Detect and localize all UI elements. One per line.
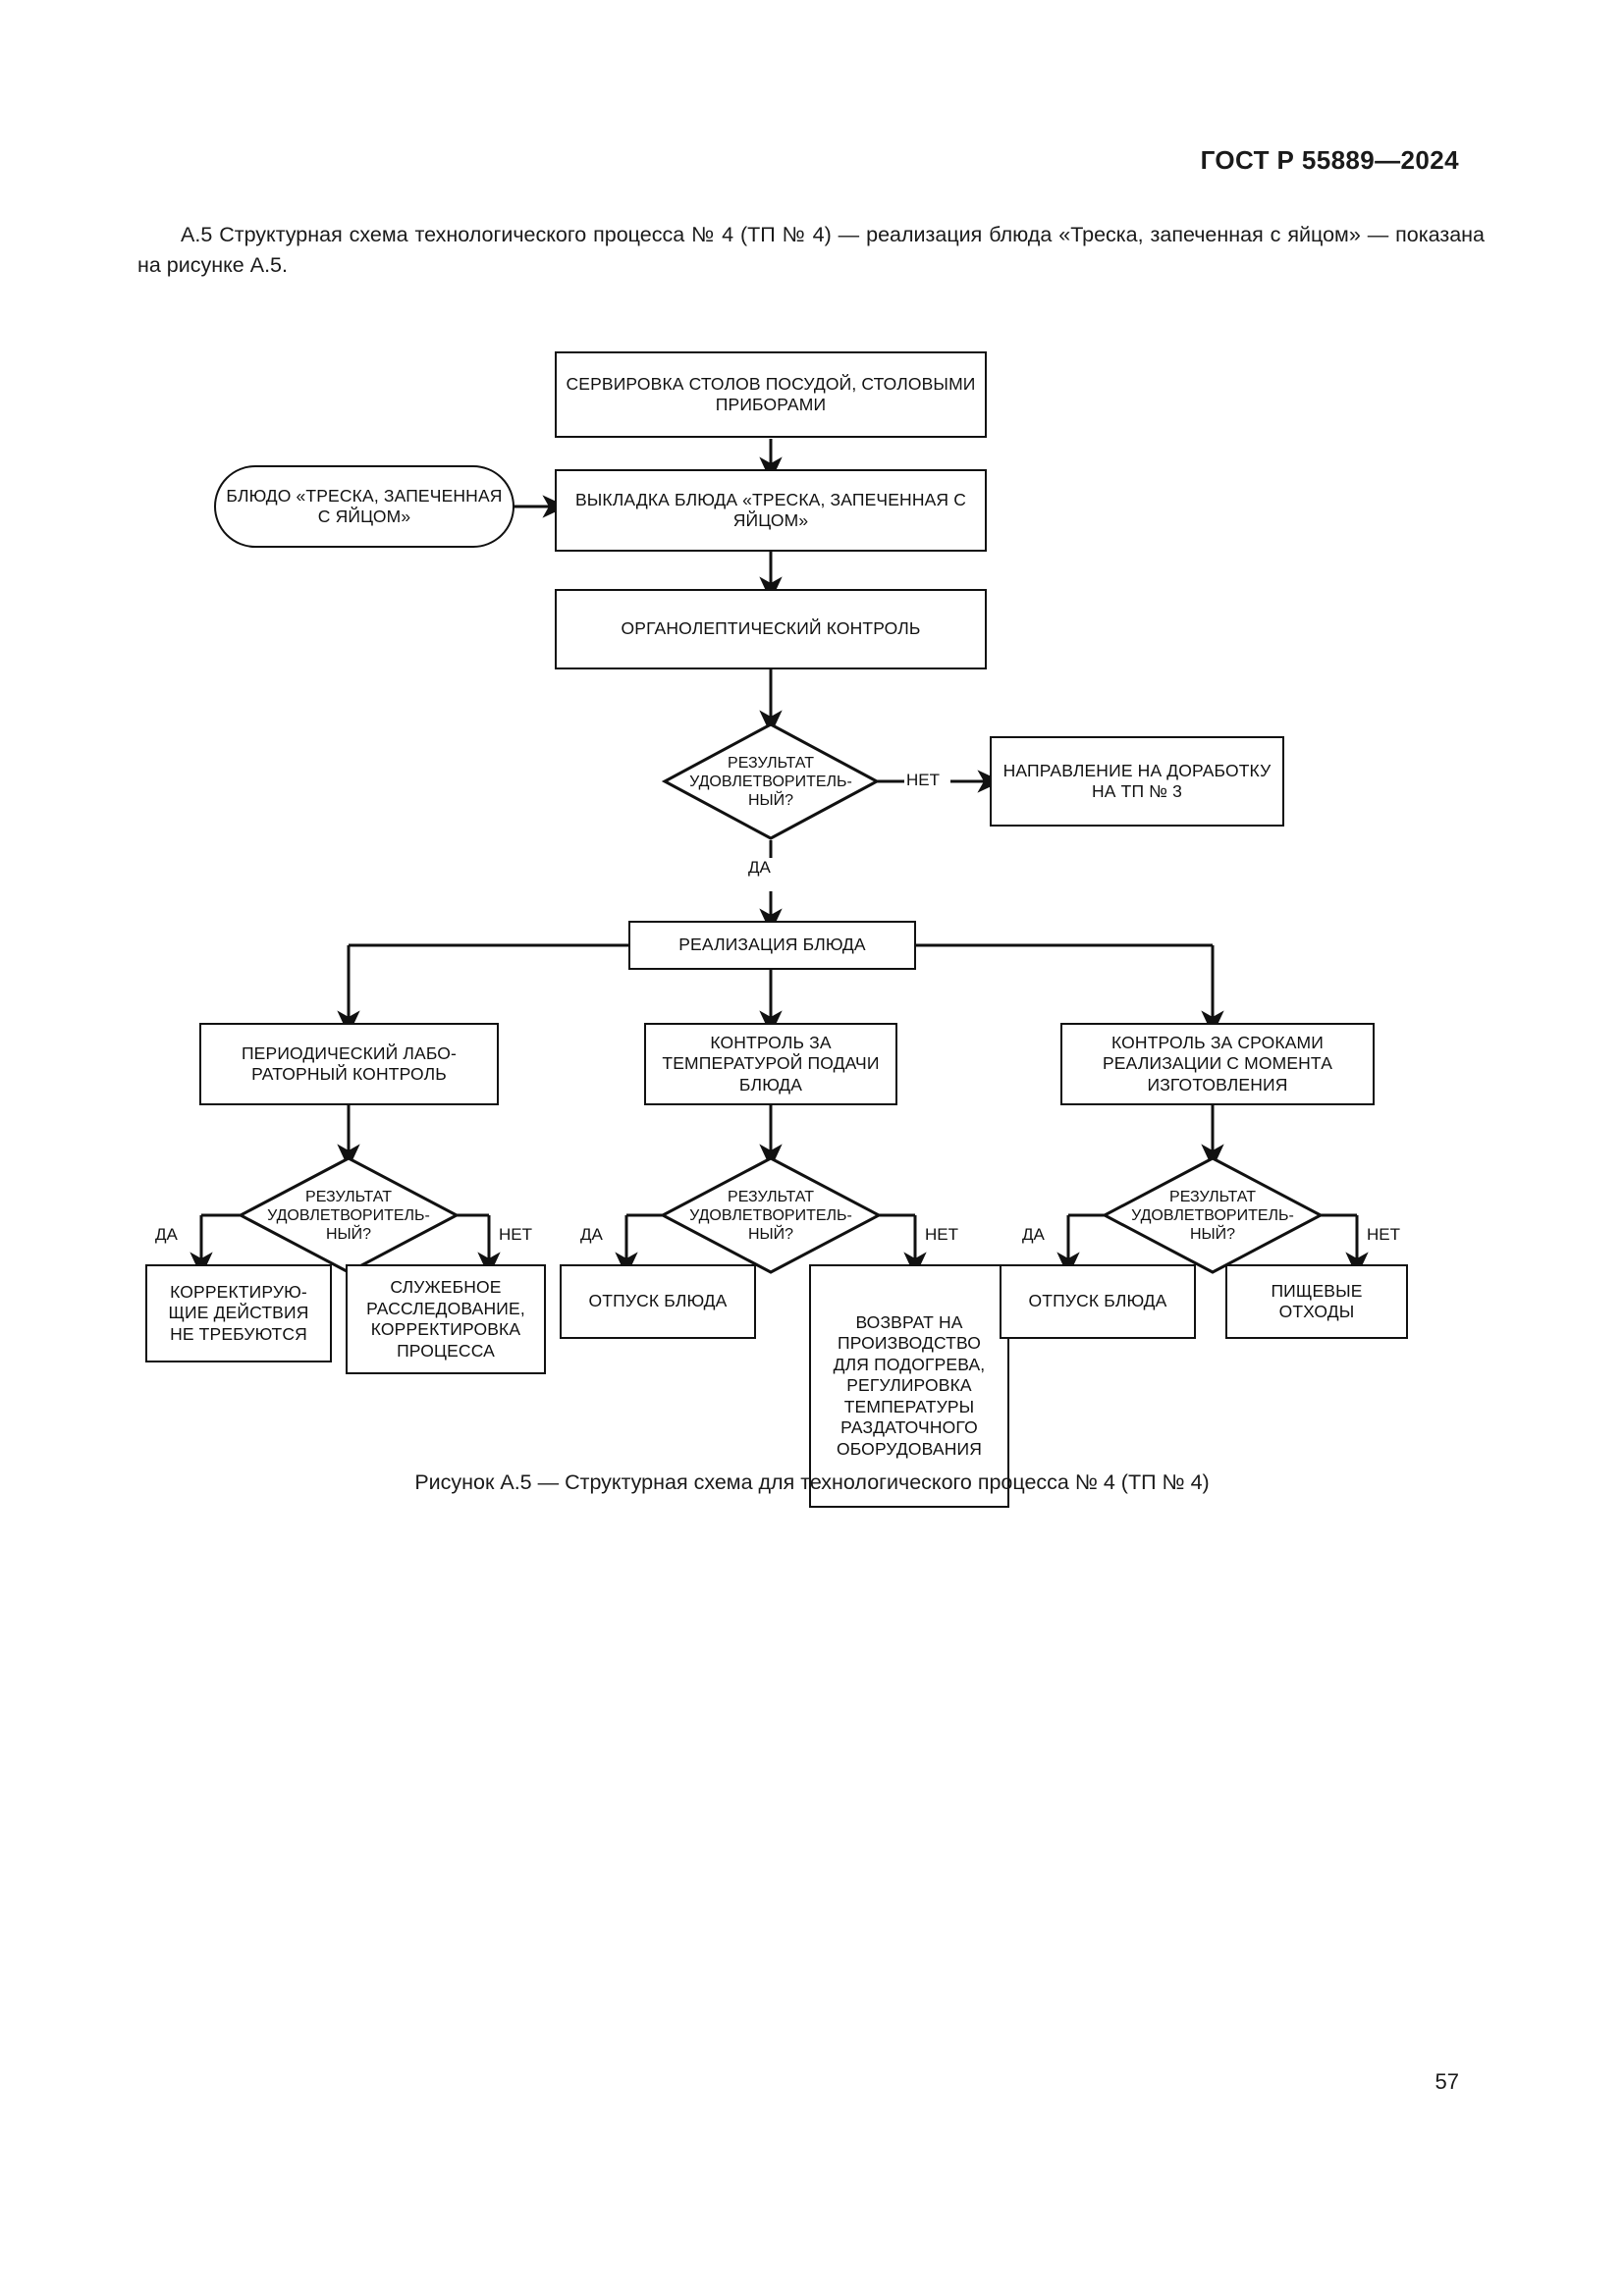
- node-food-waste: ПИЩЕВЫЕ ОТХОДЫ: [1225, 1264, 1408, 1339]
- intro-text: А.5 Структурная схема технологического п…: [137, 223, 1485, 277]
- edge-label-d1-no: НЕТ: [904, 771, 942, 790]
- node-serving-label: СЕРВИРОВКА СТОЛОВ ПОСУДОЙ, СТОЛОВЫМИ ПРИ…: [566, 373, 976, 415]
- node-return-production-label: ВОЗВРАТ НА ПРОИЗВОДСТВО ДЛЯ ПОДОГРЕВА, Р…: [833, 1311, 986, 1459]
- node-plating-label: ВЫКЛАДКА БЛЮДА «ТРЕСКА, ЗАПЕЧЕННАЯ С ЯЙЦ…: [574, 489, 967, 531]
- document-header: ГОСТ Р 55889—2024: [1200, 145, 1459, 175]
- node-release-2: ОТПУСК БЛЮДА: [1000, 1264, 1196, 1339]
- node-realization: РЕАЛИЗАЦИЯ БЛЮДА: [628, 921, 916, 970]
- node-serving: СЕРВИРОВКА СТОЛОВ ПОСУДОЙ, СТОЛОВЫМИ ПРИ…: [555, 351, 987, 438]
- node-realization-label: РЕАЛИЗАЦИЯ БЛЮДА: [678, 934, 866, 955]
- node-terms-control-label: КОНТРОЛЬ ЗА СРОКАМИ РЕАЛИЗАЦИИ С МОМЕНТА…: [1102, 1032, 1333, 1095]
- flowchart-figure: СЕРВИРОВКА СТОЛОВ ПОСУДОЙ, СТОЛОВЫМИ ПРИ…: [0, 324, 1624, 1508]
- node-release-1: ОТПУСК БЛЮДА: [560, 1264, 756, 1339]
- intro-paragraph: А.5 Структурная схема технологического п…: [137, 220, 1485, 281]
- node-investigation: СЛУЖЕБНОЕ РАССЛЕДОВАНИЕ, КОРРЕКТИРОВКА П…: [346, 1264, 546, 1374]
- node-terms-control: КОНТРОЛЬ ЗА СРОКАМИ РЕАЛИЗАЦИИ С МОМЕНТА…: [1060, 1023, 1375, 1105]
- decision-shape-2: [237, 1156, 460, 1274]
- flowchart-connectors: [189, 439, 1369, 1277]
- node-organoleptic-label: ОРГАНОЛЕПТИЧЕСКИЙ КОНТРОЛЬ: [621, 618, 921, 639]
- node-temperature-control: КОНТРОЛЬ ЗА ТЕМПЕРАТУРОЙ ПОДАЧИ БЛЮДА: [644, 1023, 897, 1105]
- node-dish-label: БЛЮДО «ТРЕСКА, ЗАПЕЧЕННАЯ С ЯЙЦОМ»: [226, 485, 503, 527]
- node-return-production: ВОЗВРАТ НА ПРОИЗВОДСТВО ДЛЯ ПОДОГРЕВА, Р…: [809, 1264, 1009, 1508]
- node-organoleptic: ОРГАНОЛЕПТИЧЕСКИЙ КОНТРОЛЬ: [555, 589, 987, 669]
- node-temperature-control-label: КОНТРОЛЬ ЗА ТЕМПЕРАТУРОЙ ПОДАЧИ БЛЮДА: [662, 1032, 880, 1095]
- decision-shape-3: [659, 1156, 883, 1274]
- decision-shape-1: [661, 722, 881, 840]
- edge-label-d2-no: НЕТ: [497, 1225, 534, 1245]
- node-release-2-label: ОТПУСК БЛЮДА: [1028, 1291, 1167, 1311]
- edge-label-d3-no: НЕТ: [923, 1225, 960, 1245]
- node-release-1-label: ОТПУСК БЛЮДА: [588, 1291, 728, 1311]
- node-rework: НАПРАВЛЕНИЕ НА ДОРАБОТКУ НА ТП № 3: [990, 736, 1284, 827]
- edge-label-d1-yes: ДА: [746, 858, 773, 878]
- page-number: 57: [1435, 2069, 1459, 2094]
- node-investigation-label: СЛУЖЕБНОЕ РАССЛЕДОВАНИЕ, КОРРЕКТИРОВКА П…: [366, 1277, 525, 1361]
- node-no-action: КОРРЕКТИРУЮ-ЩИЕ ДЕЙСТВИЯ НЕ ТРЕБУЮТСЯ: [145, 1264, 332, 1362]
- edge-label-d3-yes: ДА: [578, 1225, 605, 1245]
- node-food-waste-label: ПИЩЕВЫЕ ОТХОДЫ: [1271, 1280, 1363, 1322]
- node-lab-control: ПЕРИОДИЧЕСКИЙ ЛАБО-РАТОРНЫЙ КОНТРОЛЬ: [199, 1023, 499, 1105]
- edge-label-d4-yes: ДА: [1020, 1225, 1047, 1245]
- node-lab-control-label: ПЕРИОДИЧЕСКИЙ ЛАБО-РАТОРНЫЙ КОНТРОЛЬ: [241, 1042, 458, 1085]
- node-no-action-label: КОРРЕКТИРУЮ-ЩИЕ ДЕЙСТВИЯ НЕ ТРЕБУЮТСЯ: [168, 1281, 309, 1344]
- edge-label-d2-yes: ДА: [153, 1225, 180, 1245]
- node-rework-label: НАПРАВЛЕНИЕ НА ДОРАБОТКУ НА ТП № 3: [1002, 760, 1272, 802]
- node-plating: ВЫКЛАДКА БЛЮДА «ТРЕСКА, ЗАПЕЧЕННАЯ С ЯЙЦ…: [555, 469, 987, 552]
- decision-shape-4: [1101, 1156, 1325, 1274]
- figure-caption: Рисунок А.5 — Структурная схема для техн…: [414, 1470, 1210, 1494]
- node-dish: БЛЮДО «ТРЕСКА, ЗАПЕЧЕННАЯ С ЯЙЦОМ»: [214, 465, 514, 548]
- edge-label-d4-no: НЕТ: [1365, 1225, 1402, 1245]
